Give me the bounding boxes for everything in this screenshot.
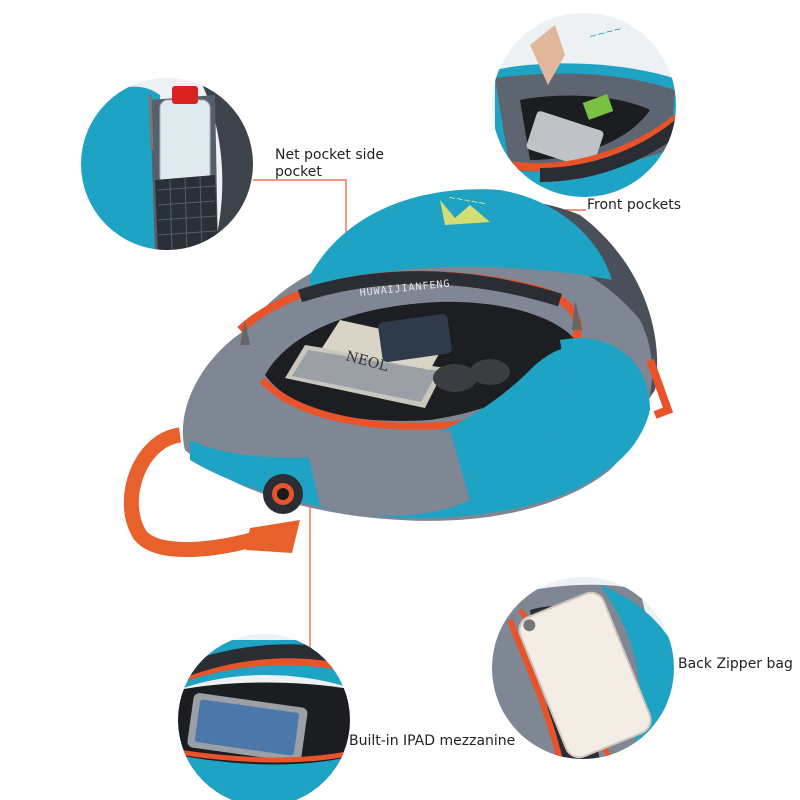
main-backpack: ~~~~~ HUWAIJIANFENG NEOL [123, 189, 674, 558]
top-panel [310, 189, 612, 290]
carry-handle [123, 427, 271, 558]
callout-back-zipper: Back Zipper bag [678, 656, 793, 672]
detail-front-pockets: ~~~~ [492, 13, 676, 197]
phone-in-pocket [526, 111, 604, 169]
callout-net-pocket-line2: pocket [275, 164, 322, 180]
phone [378, 313, 452, 363]
finger [530, 25, 565, 85]
detail-back-zipper [492, 577, 674, 759]
bottle-cap [172, 86, 198, 104]
callout-net-pocket-line1: Net pocket side [275, 147, 385, 163]
detail-ipad-mezzanine [178, 634, 350, 800]
water-bottle [159, 99, 211, 186]
strap-tab [246, 520, 300, 553]
sunglasses [433, 364, 477, 392]
detail-net-pocket [81, 78, 253, 250]
callout-net-pocket: Net pocket side pocket [275, 147, 384, 181]
brand-tape [297, 271, 562, 307]
callout-ipad: Built-in IPAD mezzanine [349, 733, 516, 749]
card [582, 94, 614, 120]
phone-in-back-pocket [518, 591, 652, 759]
front-panel [190, 346, 632, 519]
callout-front-pockets: Front pockets [587, 197, 682, 213]
